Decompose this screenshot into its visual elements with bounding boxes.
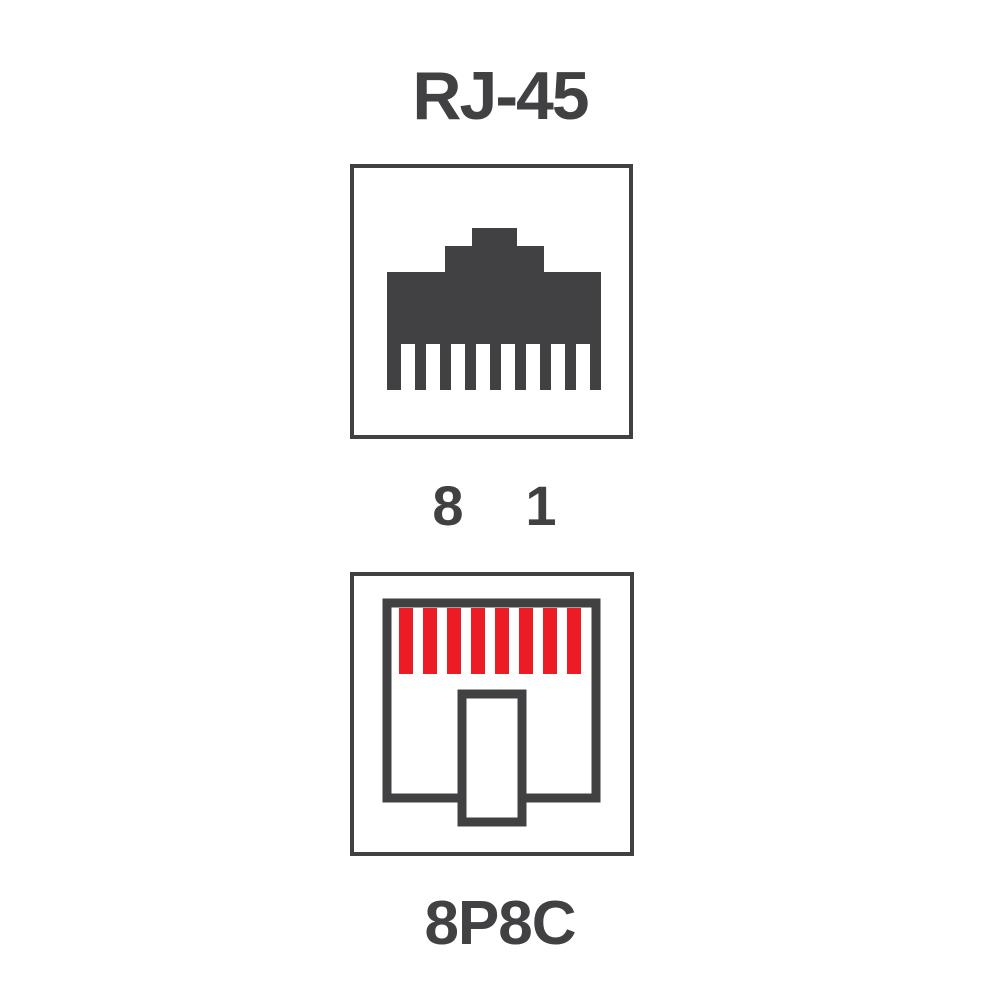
pin-label-right: 1 (525, 474, 557, 537)
jack-tab-slot (457, 689, 527, 827)
page-caption: 8P8C (424, 889, 576, 958)
jack-icon-frame (350, 572, 634, 856)
rj45-jack-icon (382, 598, 601, 827)
pin-label-left: 8 (432, 474, 464, 537)
page-title: RJ-45 (412, 58, 589, 134)
rj45-plug-icon (387, 228, 601, 390)
plug-icon-frame (350, 164, 633, 439)
jack-contact-pins (399, 608, 581, 674)
